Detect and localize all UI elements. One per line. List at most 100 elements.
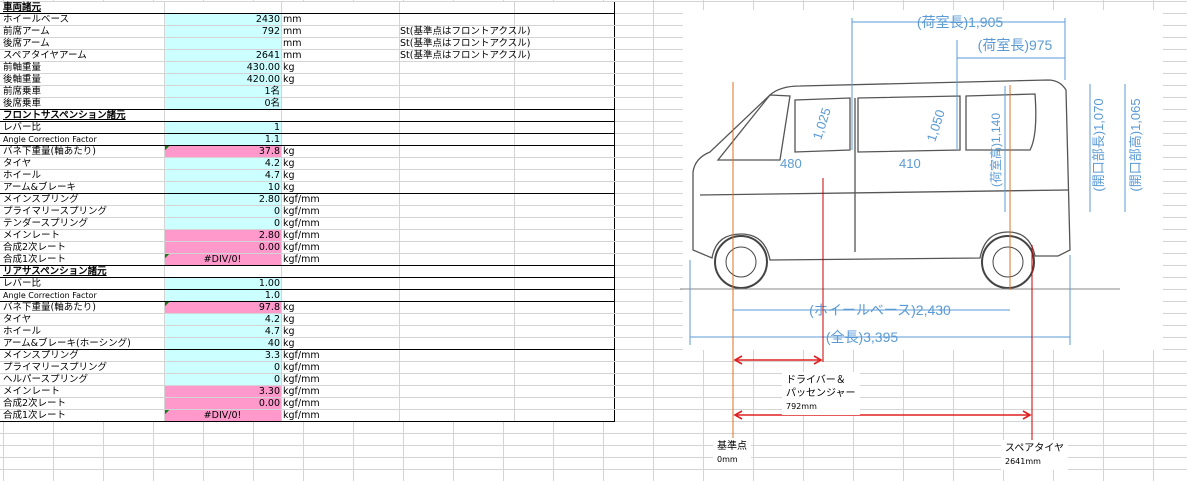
note-cell[interactable] [400, 146, 515, 157]
row-label[interactable]: 前席乗車 [0, 86, 165, 97]
row-label[interactable]: ホイール [0, 170, 165, 181]
value-cell[interactable]: 1 [165, 122, 282, 133]
cell[interactable] [515, 230, 615, 241]
cell[interactable] [515, 398, 615, 409]
note-cell[interactable] [400, 134, 515, 145]
unit-cell[interactable]: kgf/mm [282, 410, 400, 421]
note-cell[interactable] [400, 158, 515, 169]
unit-cell[interactable]: kgf/mm [282, 362, 400, 373]
cell[interactable] [515, 242, 615, 253]
row-label[interactable]: メインスプリング [0, 194, 165, 205]
row-label[interactable]: タイヤ [0, 158, 165, 169]
unit-cell[interactable]: kgf/mm [282, 254, 400, 265]
note-cell[interactable] [400, 230, 515, 241]
cell[interactable] [165, 2, 282, 13]
cell[interactable] [400, 110, 515, 121]
value-cell[interactable]: 4.2 [165, 314, 282, 325]
note-cell[interactable] [400, 170, 515, 181]
cell[interactable] [515, 254, 615, 265]
row-label[interactable]: アーム&ブレーキ [0, 182, 165, 193]
value-cell[interactable]: 420.00 [165, 74, 282, 85]
row-label[interactable]: 前席アーム [0, 26, 165, 37]
cell[interactable] [515, 62, 615, 73]
unit-cell[interactable] [282, 122, 400, 133]
cell[interactable] [515, 2, 615, 13]
unit-cell[interactable]: kg [282, 146, 400, 157]
cell[interactable] [515, 218, 615, 229]
unit-cell[interactable]: kg [282, 302, 400, 313]
value-cell[interactable]: 1名 [165, 86, 282, 97]
cell[interactable] [515, 290, 615, 301]
value-cell[interactable]: 0名 [165, 98, 282, 109]
value-cell[interactable]: 0 [165, 218, 282, 229]
cell[interactable] [515, 98, 615, 109]
cell[interactable] [515, 50, 615, 61]
row-label[interactable]: ホイール [0, 326, 165, 337]
value-cell[interactable]: 37.8 [165, 146, 282, 157]
unit-cell[interactable]: kgf/mm [282, 350, 400, 361]
cell[interactable] [165, 110, 282, 121]
section-title[interactable]: フロントサスペンション諸元 [0, 110, 165, 121]
cell[interactable] [515, 194, 615, 205]
cell[interactable] [515, 302, 615, 313]
note-cell[interactable] [400, 194, 515, 205]
cell[interactable] [515, 74, 615, 85]
row-label[interactable]: メインレート [0, 386, 165, 397]
unit-cell[interactable]: kg [282, 314, 400, 325]
row-label[interactable]: 合成1次レート [0, 254, 165, 265]
value-cell[interactable]: 3.30 [165, 386, 282, 397]
value-cell[interactable]: 2.80 [165, 230, 282, 241]
note-cell[interactable]: St(基準点はフロントアクスル) [400, 50, 531, 61]
row-label[interactable]: ホイールベース [0, 14, 165, 25]
section-title[interactable]: リアサスペンション諸元 [0, 266, 165, 277]
row-label[interactable]: 後席アーム [0, 38, 165, 49]
cell[interactable] [515, 278, 615, 289]
cell[interactable] [282, 110, 400, 121]
note-cell[interactable] [400, 290, 515, 301]
unit-cell[interactable]: kgf/mm [282, 230, 400, 241]
note-cell[interactable] [400, 314, 515, 325]
note-cell[interactable] [400, 374, 515, 385]
unit-cell[interactable]: kgf/mm [282, 218, 400, 229]
unit-cell[interactable] [282, 290, 400, 301]
unit-cell[interactable]: mm [282, 26, 400, 37]
value-cell[interactable]: 0 [165, 374, 282, 385]
note-cell[interactable] [400, 326, 515, 337]
cell[interactable] [400, 266, 515, 277]
unit-cell[interactable]: kg [282, 338, 400, 349]
row-label[interactable]: メインレート [0, 230, 165, 241]
cell[interactable] [515, 26, 615, 37]
note-cell[interactable] [400, 62, 515, 73]
value-cell[interactable]: 1.1 [165, 134, 282, 145]
unit-cell[interactable]: kg [282, 158, 400, 169]
cell[interactable] [282, 266, 400, 277]
note-cell[interactable] [400, 14, 515, 25]
row-label[interactable]: 合成1次レート [0, 410, 165, 421]
cell[interactable] [515, 170, 615, 181]
cell[interactable] [515, 326, 615, 337]
unit-cell[interactable]: kgf/mm [282, 398, 400, 409]
cell[interactable] [515, 314, 615, 325]
note-cell[interactable] [400, 218, 515, 229]
cell[interactable] [515, 146, 615, 157]
row-label[interactable]: レバー比 [0, 122, 165, 133]
note-cell[interactable]: St(基準点はフロントアクスル) [400, 38, 531, 49]
note-cell[interactable] [400, 350, 515, 361]
note-cell[interactable] [400, 386, 515, 397]
value-cell[interactable]: 2.80 [165, 194, 282, 205]
note-cell[interactable]: St(基準点はフロントアクスル) [400, 26, 531, 37]
cell[interactable] [400, 2, 515, 13]
value-cell[interactable]: 4.7 [165, 326, 282, 337]
value-cell[interactable]: #DIV/0! [165, 254, 282, 265]
value-cell[interactable] [165, 38, 282, 49]
value-cell[interactable]: 4.7 [165, 170, 282, 181]
note-cell[interactable] [400, 338, 515, 349]
unit-cell[interactable]: mm [282, 50, 400, 61]
cell[interactable] [515, 386, 615, 397]
note-cell[interactable] [400, 74, 515, 85]
row-label[interactable]: 合成2次レート [0, 398, 165, 409]
row-label[interactable]: バネ下重量(軸あたり) [0, 146, 165, 157]
value-cell[interactable]: 2641 [165, 50, 282, 61]
value-cell[interactable]: #DIV/0! [165, 410, 282, 421]
note-cell[interactable] [400, 242, 515, 253]
